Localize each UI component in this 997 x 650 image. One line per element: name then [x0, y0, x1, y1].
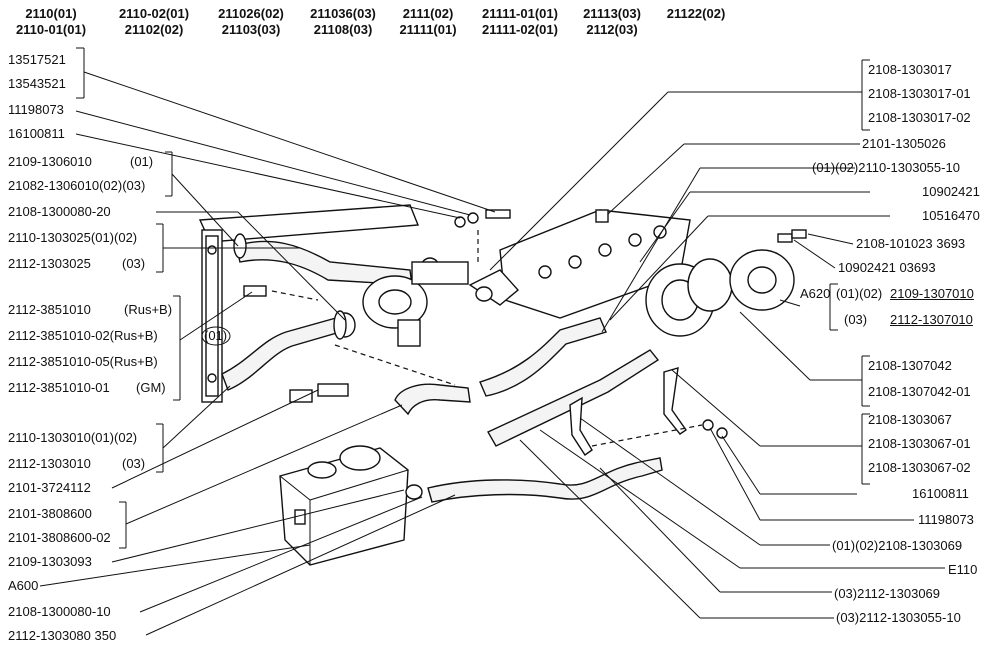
header-code: 21108(03) [313, 22, 373, 37]
part-label: 2109-1303093 [8, 554, 92, 569]
leader-lines-right [489, 60, 945, 619]
washer [716, 427, 728, 439]
part-label: 2108-1303017 [868, 62, 952, 77]
pipe-bracket [569, 396, 593, 456]
part-label: 21082-1306010(02)(03) [8, 178, 146, 193]
part-label: 2108-1300080-10 [8, 604, 111, 619]
part-label: 2112-1303010 [8, 456, 91, 471]
part-label: 2109-1307010 [890, 286, 974, 301]
part-label: 2112-3851010-05(Rus+B) [8, 354, 158, 369]
part-label: 2108-1303067 [868, 412, 952, 427]
expansion-tank [279, 445, 409, 566]
part-label: 2101-3724112 [8, 480, 91, 495]
part-label: 16100811 [912, 486, 969, 501]
bolt [791, 229, 807, 239]
part-label: 2112-1303025 [8, 256, 91, 271]
part-label: 11198073 [918, 512, 974, 527]
part-label: (03) [122, 256, 146, 271]
part-label: 2112-1307010 [890, 312, 973, 327]
heater-hose [427, 457, 663, 503]
radiator [198, 204, 420, 403]
header-code: 21111-01(01) [482, 6, 558, 21]
part-label: 10902421 [922, 184, 980, 199]
part-label: 10516470 [922, 208, 980, 223]
part-label: (01) [204, 328, 228, 343]
lower-pipe [487, 349, 660, 447]
part-label: 2112-3851010 [8, 302, 91, 317]
part-label: (03)2112-1303055-10 [836, 610, 961, 625]
header-code: 21102(02) [124, 22, 184, 37]
part-label: 2108-1303067-02 [868, 460, 971, 475]
nut [702, 419, 714, 431]
header-code: 2110(01) [25, 6, 77, 21]
pipe-bracket [663, 367, 687, 435]
bolt [595, 209, 609, 223]
nut [454, 216, 466, 228]
part-label: 2109-1306010 [8, 154, 92, 169]
part-label: 2108-1303067-01 [868, 436, 971, 451]
part-label: 2108-1307042 [868, 358, 952, 373]
part-label: (01)(02)2108-1303069 [832, 538, 963, 553]
part-label: 2108-1300080-20 [8, 204, 111, 219]
pump-pipe [479, 317, 607, 397]
header-code: 21113(03) [583, 6, 641, 21]
outlet-pipe [411, 261, 520, 306]
part-label: (GM) [136, 380, 166, 395]
part-label: E110 [948, 562, 978, 577]
header-code: 2111(02) [402, 6, 454, 21]
header-code: 211026(02) [218, 6, 284, 21]
part-label: 2112-3851010-01 [8, 380, 110, 395]
header-code: 2110-02(01) [118, 6, 190, 21]
washer [467, 212, 479, 224]
clamp [233, 233, 247, 259]
stud [485, 209, 511, 219]
part-label: 2101-3808600 [8, 506, 92, 521]
header-code: 2110-01(01) [15, 22, 87, 37]
clamp [405, 484, 423, 500]
sensor [243, 285, 267, 297]
leader-lines-left [39, 48, 496, 636]
part-label: 2108-101023 3693 [856, 236, 966, 251]
part-label: 2108-1303017-02 [868, 110, 971, 125]
bypass-hose [394, 383, 471, 416]
header-code: 21103(03) [221, 22, 281, 37]
part-label: 10902421 03693 [838, 260, 936, 275]
header-code: 211036(03) [310, 6, 376, 21]
part-label: (01)(02) [836, 286, 883, 301]
water-pump [645, 249, 795, 337]
part-label: A620 [800, 286, 831, 301]
header-code: 21111-02(01) [482, 22, 558, 37]
part-label: 13517521 [8, 52, 66, 67]
part-label: A600 [8, 578, 39, 593]
part-label: 11198073 [8, 102, 64, 117]
sensor [317, 383, 349, 397]
part-label: (01) [130, 154, 154, 169]
part-label: 2108-1303017-01 [868, 86, 971, 101]
header-code: 2112(03) [586, 22, 638, 37]
part-label: 2112-1303080 350 [8, 628, 117, 643]
part-label: (Rus+B) [124, 302, 173, 317]
upper-hose [235, 240, 413, 286]
part-label: 2108-1307042-01 [868, 384, 971, 399]
part-label: 2112-3851010-02(Rus+B) [8, 328, 158, 343]
lower-hose [221, 317, 341, 391]
bolt [777, 233, 793, 243]
header-code: 21122(02) [666, 6, 726, 21]
part-label: 2101-3808600-02 [8, 530, 111, 545]
part-label: (01)(02)2110-1303055-10 [812, 160, 960, 175]
part-label: (03) [844, 312, 868, 327]
part-label: 2110-1303025(01)(02) [8, 230, 138, 245]
part-label: 2110-1303010(01)(02) [8, 430, 138, 445]
part-label: (03) [122, 456, 146, 471]
part-label: 2101-1305026 [862, 136, 946, 151]
part-label: 13543521 [8, 76, 66, 91]
part-label: 16100811 [8, 126, 65, 141]
plug [289, 389, 313, 403]
header-code: 21111(01) [399, 22, 457, 37]
part-label: (03)2112-1303069 [834, 586, 941, 601]
